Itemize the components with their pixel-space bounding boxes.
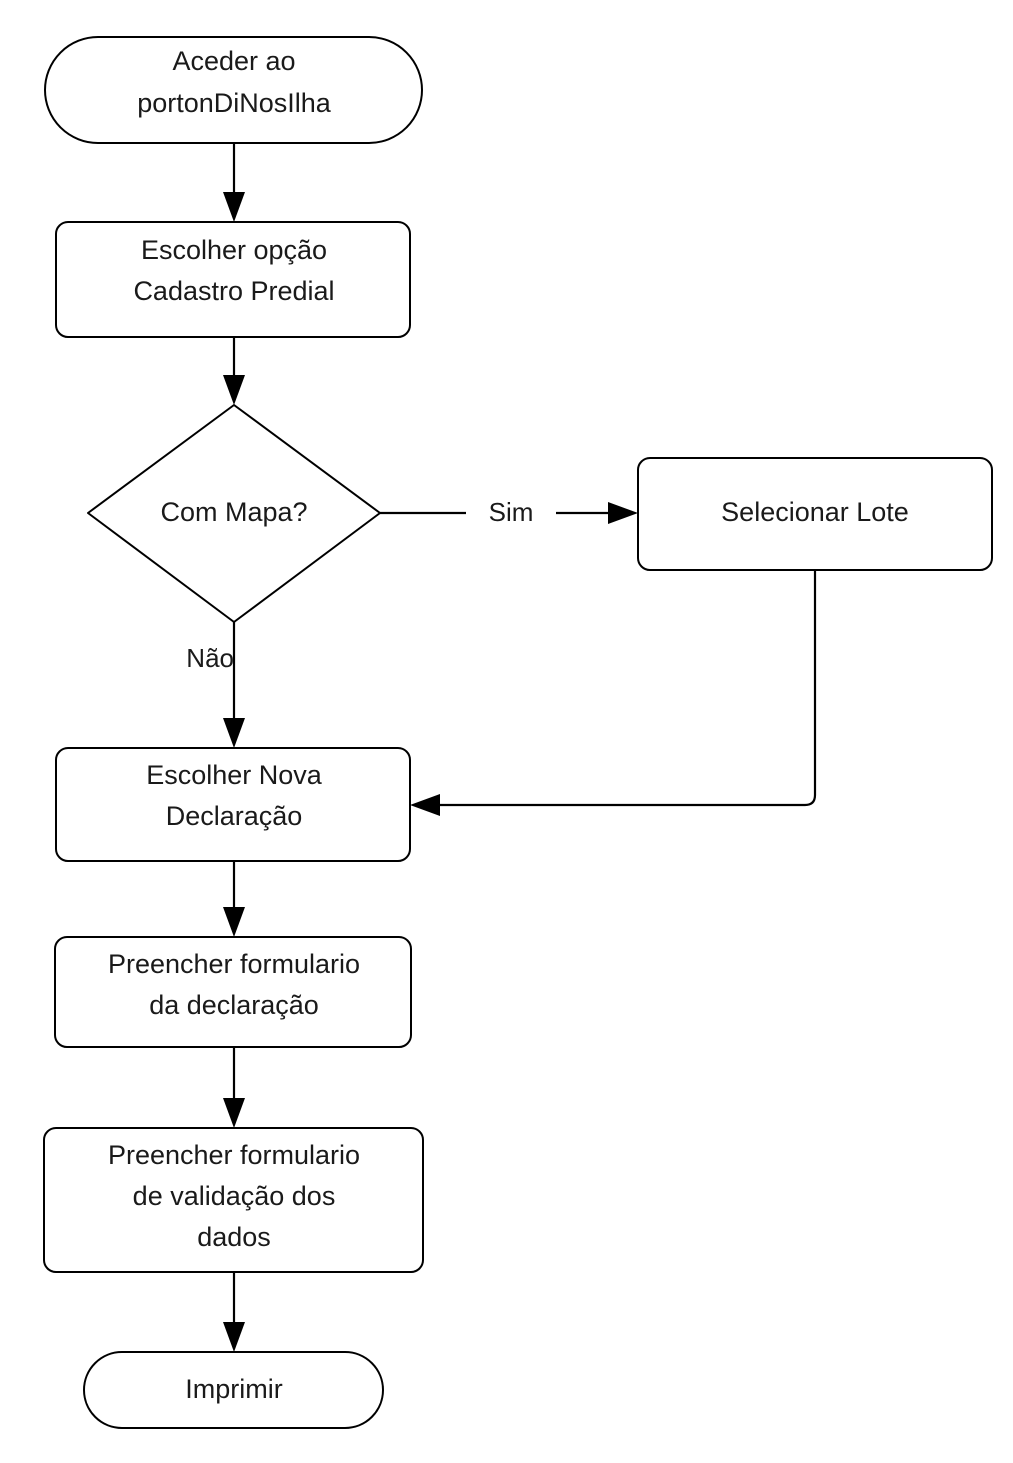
node-start-aceder-ao-portondinosilha[interactable]: Aceder ao portonDiNosIlha <box>44 36 423 144</box>
node-label-line-1: Escolher Nova <box>146 760 323 790</box>
node-label-line-2: portonDiNosIlha <box>137 88 332 118</box>
process-box-shape <box>637 457 993 571</box>
process-box-shape <box>54 936 412 1048</box>
arrowhead-icon <box>410 794 440 816</box>
edge-preencher-validacao-to-imprimir <box>223 1272 245 1352</box>
arrowhead-icon <box>223 375 245 405</box>
edge-selecionar-lote-to-escolher-nova-declaracao <box>410 570 817 816</box>
stadium-shape <box>44 36 423 144</box>
arrowhead-icon <box>608 502 638 524</box>
edge-escolher-opcao-to-com-mapa <box>223 337 245 405</box>
node-label-line-1: Preencher formulario <box>108 949 360 979</box>
node-label-line-2: Declaração <box>166 801 303 831</box>
process-box-shape <box>55 221 411 338</box>
node-preencher-formulario-da-declaracao[interactable]: Preencher formulario da declaração <box>54 936 412 1048</box>
node-label-line-2: de validação dos <box>133 1181 336 1211</box>
node-label-line-2: Cadastro Predial <box>133 276 334 306</box>
node-escolher-opcao-cadastro-predial[interactable]: Escolher opção Cadastro Predial <box>55 221 411 338</box>
node-label-line-1: Escolher opção <box>141 235 327 265</box>
node-label-line-1: Aceder ao <box>172 46 295 76</box>
edge-com-mapa-to-selecionar-lote: Sim <box>380 497 638 527</box>
node-label-line-1: Com Mapa? <box>160 497 307 527</box>
process-box-shape <box>43 1127 424 1273</box>
edge-label-sim: Sim <box>489 497 534 527</box>
edge-preencher-declaracao-to-preencher-validacao <box>223 1047 245 1128</box>
node-preencher-formulario-de-validacao-dos-dados[interactable]: Preencher formulario de validação dos da… <box>43 1127 424 1273</box>
arrowhead-icon <box>223 907 245 937</box>
node-label-line-1: Selecionar Lote <box>721 497 909 527</box>
stadium-shape <box>83 1351 384 1429</box>
node-label-line-3: dados <box>197 1222 271 1252</box>
edge-label-nao: Não <box>186 643 234 673</box>
process-box-shape <box>55 747 411 862</box>
edge-line <box>426 570 817 807</box>
arrowhead-icon <box>223 1322 245 1352</box>
node-end-imprimir[interactable]: Imprimir <box>83 1351 384 1429</box>
node-label-line-1: Preencher formulario <box>108 1140 360 1170</box>
node-label-line-1: Imprimir <box>185 1374 282 1404</box>
node-escolher-nova-declaracao[interactable]: Escolher Nova Declaração <box>55 747 411 862</box>
node-selecionar-lote[interactable]: Selecionar Lote <box>637 457 993 571</box>
node-label-line-2: da declaração <box>149 990 319 1020</box>
edge-com-mapa-to-escolher-nova-declaracao: Não <box>186 622 245 748</box>
edge-start-to-escolher-opcao <box>223 143 245 222</box>
arrowhead-icon <box>223 192 245 222</box>
diamond-shape <box>87 404 381 623</box>
arrowhead-icon <box>223 1098 245 1128</box>
edge-escolher-nova-declaracao-to-preencher-declaracao <box>223 861 245 937</box>
arrowhead-icon <box>223 718 245 748</box>
node-decision-com-mapa[interactable]: Com Mapa? <box>87 404 381 623</box>
